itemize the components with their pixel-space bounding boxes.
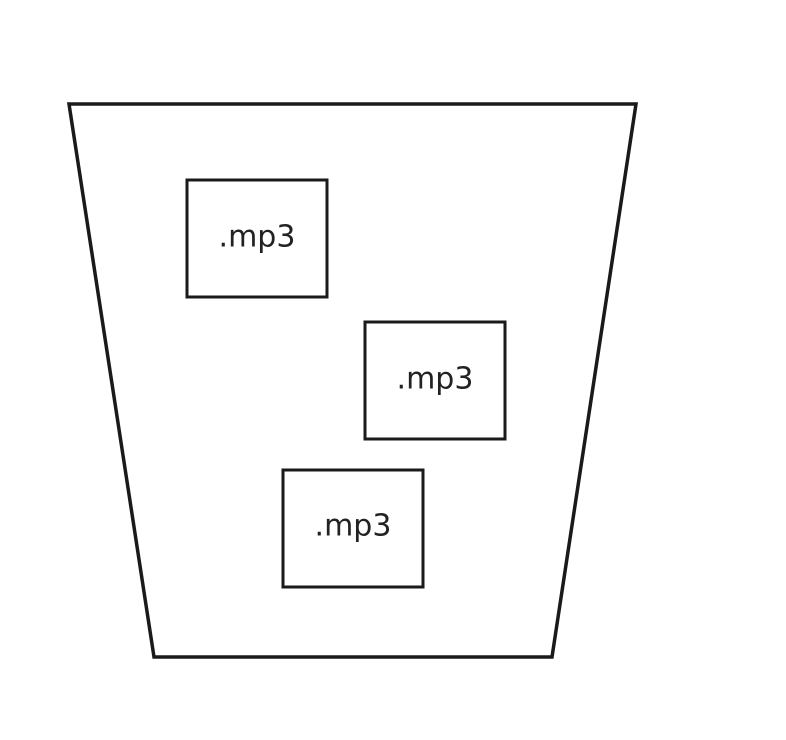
file-box xyxy=(363,320,507,441)
file-label: .mp3 xyxy=(315,509,392,544)
file-label: .mp3 xyxy=(397,362,474,397)
file-label: .mp3 xyxy=(219,220,296,255)
file-box xyxy=(281,468,425,589)
file-box xyxy=(185,178,329,299)
mp3-file-3: .mp3 xyxy=(281,468,425,589)
mp3-file-1: .mp3 xyxy=(185,178,329,299)
mp3-file-2: .mp3 xyxy=(363,320,507,441)
